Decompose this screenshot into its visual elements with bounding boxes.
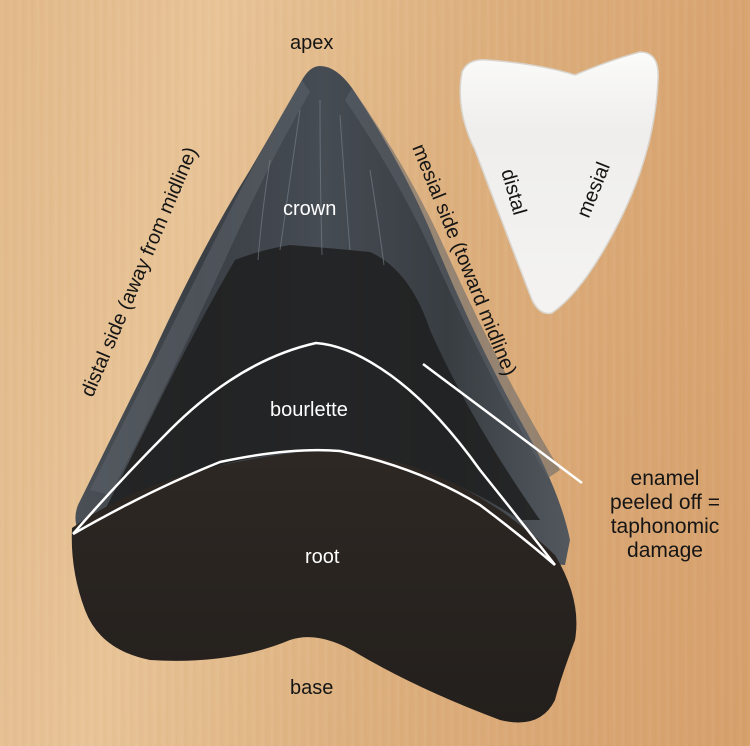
- crown-label: crown: [283, 198, 337, 220]
- annotation-line: taphonomic: [610, 515, 720, 538]
- enamel-damage-annotation: enamel peeled off = taphonomic damage: [580, 467, 750, 563]
- root-label: root: [305, 546, 340, 568]
- annotation-line: damage: [627, 539, 703, 562]
- annotation-line: enamel: [630, 467, 700, 490]
- apex-label: apex: [290, 32, 334, 54]
- megalodon-tooth: [71, 66, 577, 723]
- bourlette-label: bourlette: [270, 399, 348, 421]
- bourlette-outline: [72, 341, 583, 566]
- annotation-line: peeled off =: [610, 491, 720, 514]
- base-label: base: [290, 677, 334, 699]
- great-white-tooth: [459, 51, 659, 315]
- enamel-pointer-line: [422, 362, 583, 485]
